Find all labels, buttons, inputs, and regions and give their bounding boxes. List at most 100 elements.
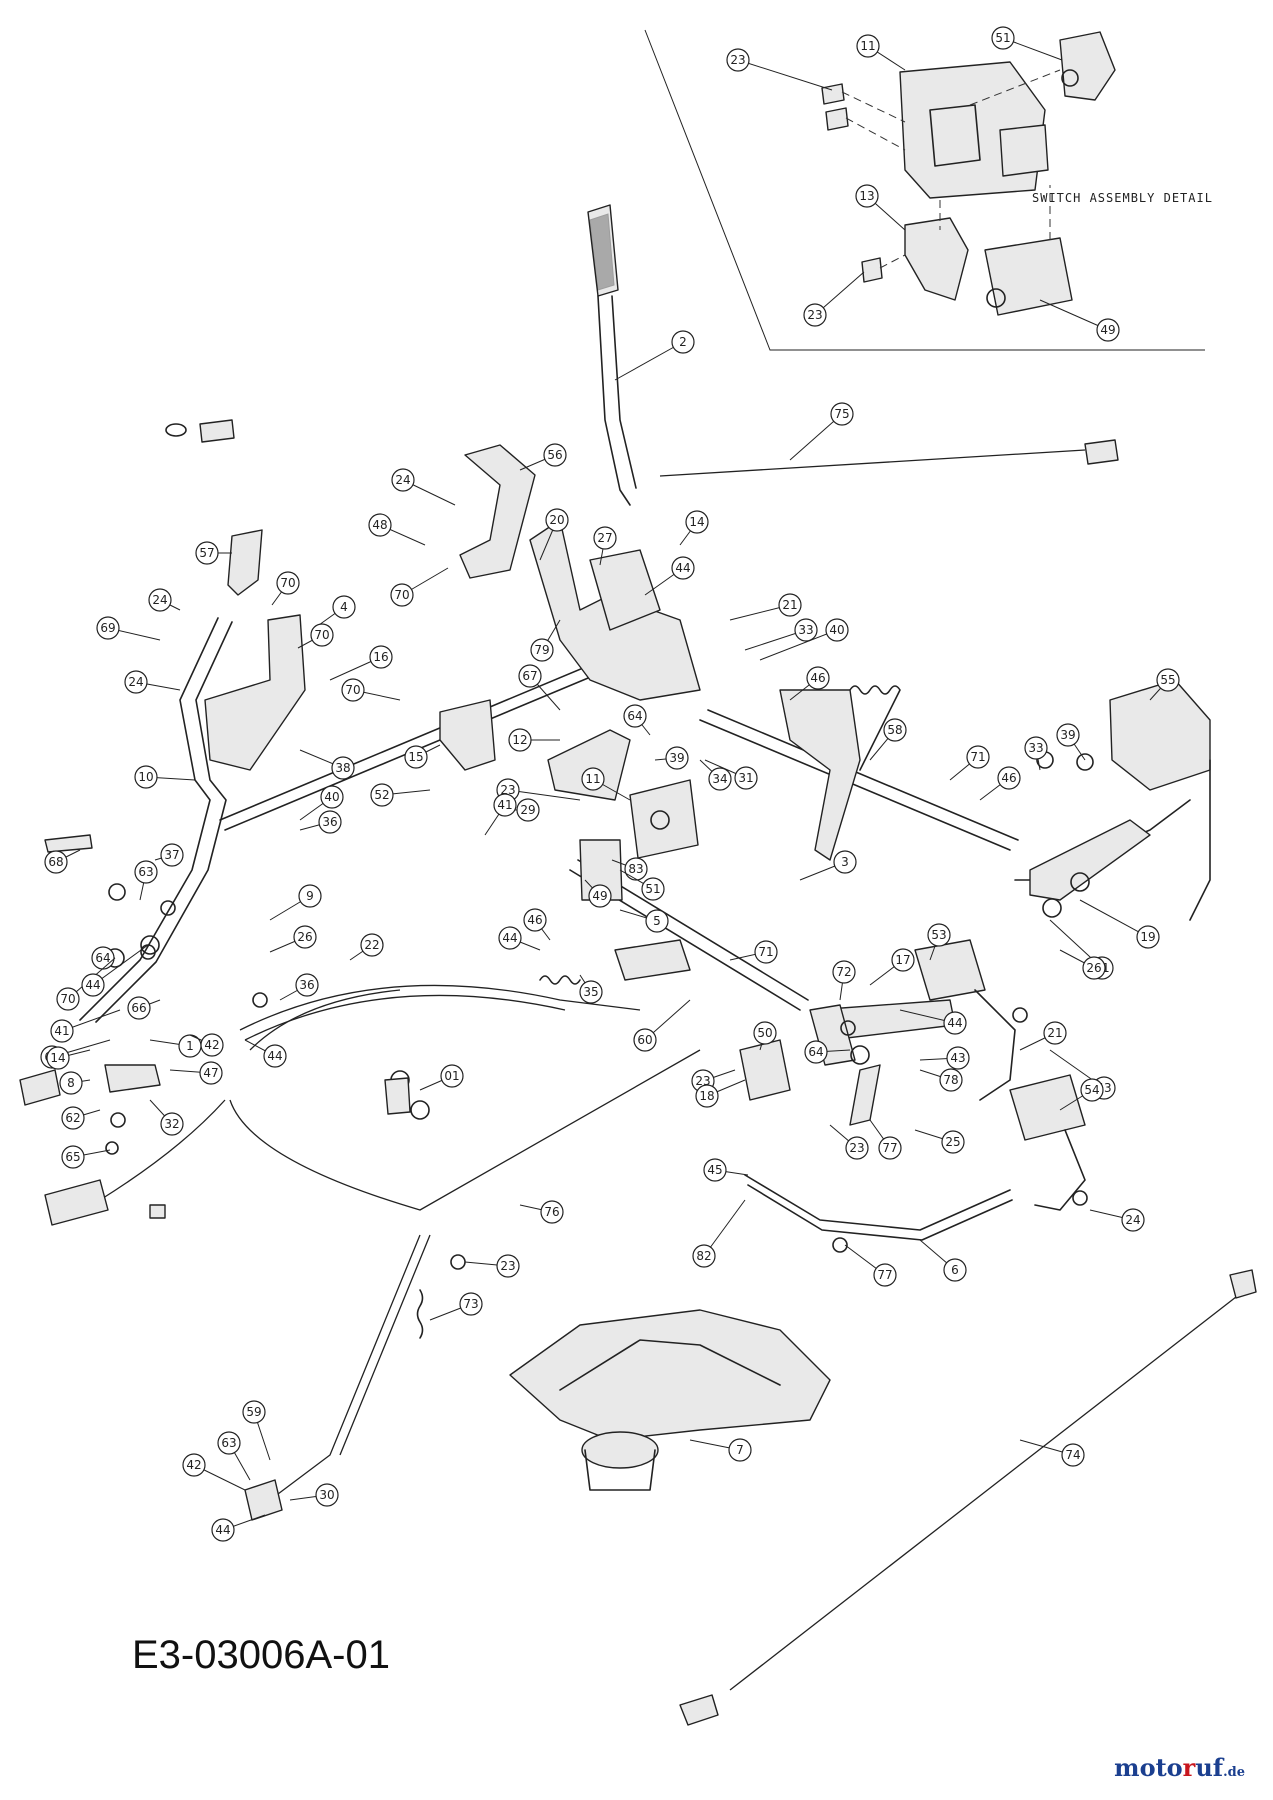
callout-number: 10: [138, 770, 153, 784]
callout-number: 45: [707, 1163, 722, 1177]
callout-circle: [695, 1084, 719, 1108]
callout-number: 25: [945, 1135, 960, 1149]
callout-circle: [263, 1044, 287, 1068]
callout-circle: [182, 1453, 206, 1477]
callout-circle: [341, 678, 365, 702]
callout-72: 72: [832, 960, 856, 1001]
callout-52: 52: [370, 783, 431, 807]
callout-circle: [832, 960, 856, 984]
callout-number: 29: [520, 803, 535, 817]
callout-circle: [368, 513, 392, 537]
switch-assembly-detail-label: SWITCH ASSEMBLY DETAIL: [1032, 191, 1213, 205]
callout-number: 40: [829, 623, 844, 637]
callout-57: 57: [195, 541, 232, 565]
callout-number: 37: [164, 848, 179, 862]
callout-circle: [127, 996, 151, 1020]
callout-circle: [134, 860, 158, 884]
callout-number: 44: [502, 931, 517, 945]
callout-number: 40: [324, 790, 339, 804]
callout-circle: [508, 728, 532, 752]
callout-circle: [404, 745, 428, 769]
callout-44: 44: [81, 944, 149, 997]
callout-number: 12: [512, 733, 527, 747]
callout-circle: [671, 556, 695, 580]
callout-circle: [708, 767, 732, 791]
callout-8: 8: [59, 1071, 91, 1095]
callout-51: 51: [991, 26, 1063, 61]
callout-circle: [545, 508, 569, 532]
callout-14: 14: [679, 510, 709, 546]
callout-circle: [56, 987, 80, 1011]
callout-circle: [81, 973, 105, 997]
callout-number: 11: [585, 772, 600, 786]
callout-number: 76: [544, 1205, 559, 1219]
callout-number: 36: [299, 978, 314, 992]
callout-55: 55: [1149, 668, 1180, 701]
callout-number: 66: [131, 1001, 146, 1015]
callout-circle: [641, 877, 665, 901]
callout-circle: [1056, 723, 1080, 747]
callout-number: 24: [395, 473, 410, 487]
callout-23: 23: [829, 1124, 869, 1160]
callout-number: 6: [951, 1263, 959, 1277]
callout-number: 68: [48, 855, 63, 869]
callout-83: 83: [611, 857, 648, 881]
callout-circle: [579, 980, 603, 1004]
callout-circle: [1024, 736, 1048, 760]
callout-leader: [1039, 299, 1109, 331]
callout-circle: [855, 184, 879, 208]
callout-circle: [332, 595, 356, 619]
callout-36: 36: [279, 973, 319, 1001]
callout-39: 39: [1056, 723, 1086, 761]
callout-number: 63: [221, 1436, 236, 1450]
callout-number: 77: [877, 1268, 892, 1282]
callout-74: 74: [1019, 1439, 1085, 1467]
callout-number: 60: [637, 1033, 652, 1047]
callout-circle: [833, 850, 857, 874]
callout-number: 24: [1125, 1213, 1140, 1227]
callout-circle: [310, 623, 334, 647]
callout-6: 6: [919, 1239, 967, 1282]
callout-18: 18: [695, 1079, 746, 1108]
callout-24: 24: [148, 588, 181, 612]
callout-number: 55: [1160, 673, 1175, 687]
callout-number: 57: [199, 546, 214, 560]
callout-number: 14: [50, 1051, 65, 1065]
callout-70: 70: [390, 567, 449, 607]
callout-circle: [320, 785, 344, 809]
callout-circle: [200, 1033, 224, 1057]
callout-number: 44: [85, 978, 100, 992]
callout-number: 78: [943, 1073, 958, 1087]
callout-number: 42: [186, 1458, 201, 1472]
callout-circle: [295, 973, 319, 997]
callout-13: 13: [855, 184, 906, 231]
callout-number: 70: [394, 588, 409, 602]
callout-circle: [997, 766, 1021, 790]
callout-70: 70: [56, 957, 116, 1011]
callout-24: 24: [1089, 1208, 1145, 1232]
callout-number: 1: [186, 1039, 194, 1053]
callout-number: 44: [947, 1016, 962, 1030]
callout-number: 30: [319, 1488, 334, 1502]
callout-number: 51: [995, 31, 1010, 45]
callout-number: 3: [841, 855, 849, 869]
callout-number: 31: [738, 771, 753, 785]
callout-19: 19: [1079, 899, 1160, 949]
callout-leader: [759, 629, 838, 661]
callout-circle: [370, 783, 394, 807]
callout-75: 75: [789, 402, 854, 461]
callout-64: 64: [623, 704, 651, 736]
callout-number: 23: [730, 53, 745, 67]
callout-20: 20: [539, 508, 569, 561]
callout-circle: [331, 756, 355, 780]
callout-circle: [276, 571, 300, 595]
callout-circle: [581, 767, 605, 791]
callout-49: 49: [584, 879, 612, 908]
callout-circle: [943, 1011, 967, 1035]
callout-number: 50: [757, 1026, 772, 1040]
callout-circle: [1080, 1078, 1104, 1102]
callout-79: 79: [530, 619, 561, 662]
callout-73: 73: [429, 1292, 483, 1321]
callout-circle: [943, 1258, 967, 1282]
callout-circle: [242, 1400, 266, 1424]
